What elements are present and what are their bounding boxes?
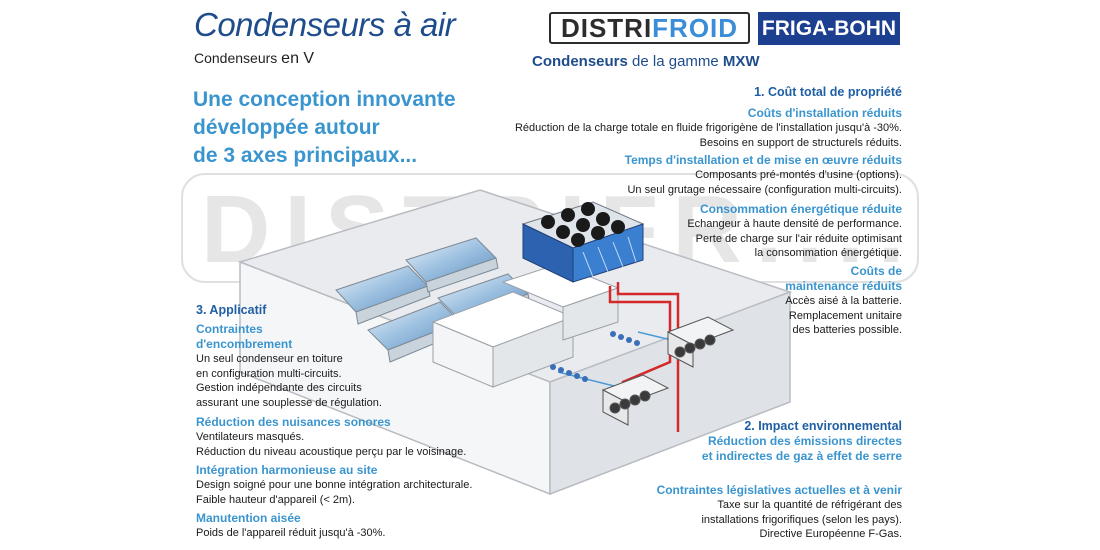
building-illustration (237, 189, 793, 496)
section1-item: Consommation énergétique réduite Echange… (687, 202, 902, 261)
headline-line: de 3 axes principaux... (193, 144, 418, 167)
item-line: Perte de charge sur l'air réduite optimi… (695, 232, 902, 245)
item-heading: d'encombrement (196, 337, 293, 351)
item-heading: Contraintes législatives actuelles et à … (656, 483, 902, 497)
section1-item: Temps d'installation et de mise en œuvre… (625, 153, 902, 197)
item-line: Besoins en support de structurels réduit… (699, 136, 902, 149)
item-heading: Réduction des émissions directes (707, 434, 902, 448)
item-line: Composants pré-montés d'usine (options). (695, 169, 902, 181)
friga-bohn-logo: FRIGA-BOHN (758, 12, 900, 45)
subtitle-prefix: Condenseurs (194, 50, 278, 66)
section-title: 1. Coût total de propriété (754, 85, 902, 99)
range-middle: de la gamme (632, 53, 719, 70)
item-line: en configuration multi-circuits. (196, 367, 342, 380)
item-heading: et indirectes de gaz à effet de serre (701, 449, 902, 463)
item-line: Un seul grutage nécessaire (configuratio… (627, 183, 902, 196)
item-line: Faible hauteur d'appareil (< 2m). (196, 493, 355, 506)
item-heading: maintenance réduits (785, 279, 902, 293)
section-environment: 2. Impact environnemental Réduction des … (702, 419, 902, 464)
item-line: la consommation énergétique. (754, 247, 902, 259)
headline-line: Une conception innovante (193, 88, 456, 111)
item-heading: Temps d'installation et de mise en œuvre… (624, 153, 902, 167)
logo-text-distri: DISTRI (560, 12, 653, 43)
item-line: Design soigné pour une bonne intégration… (196, 479, 473, 491)
condenser-unit (521, 201, 645, 283)
item-heading: Coûts de (850, 264, 902, 278)
item-line: Réduction du niveau acoustique perçu par… (196, 445, 467, 458)
evaporator-fans (550, 331, 640, 382)
subtitle-suffix: en V (281, 50, 315, 67)
item-line: assurant une souplesse de régulation. (196, 396, 382, 409)
item-heading: Réduction des nuisances sonores (196, 415, 391, 429)
section-total-cost: 1. Coût total de propriété (754, 85, 902, 99)
logo-text-froid: FROID (652, 12, 739, 43)
item-line: Remplacement unitaire (788, 309, 902, 322)
page-title: Condenseurs à air (194, 6, 456, 43)
headline: Une conception innovante développée auto… (193, 86, 456, 170)
item-line: des batteries possible. (792, 324, 902, 336)
section1-item: Coûts de maintenance réduits Accès aisé … (785, 264, 902, 338)
item-line: Un seul condenseur en toiture (196, 353, 343, 365)
range-model: MXW (722, 53, 760, 70)
item-heading: Manutention aisée (196, 511, 301, 525)
cold-rooms (431, 263, 620, 388)
item-line: Réduction de la charge totale en fluide … (514, 122, 902, 134)
section2-item: Contraintes législatives actuelles et à … (657, 483, 902, 542)
item-heading: Coûts d'installation réduits (747, 106, 902, 120)
range-prefix: Condenseurs (532, 53, 628, 70)
item-line: Gestion indépendante des circuits (196, 382, 362, 394)
section-applicative: 3. Applicatif (196, 303, 266, 317)
item-line: Taxe sur la quantité de réfrigérant des (717, 499, 902, 511)
section3-item: Manutention aisée Poids de l'appareil ré… (196, 511, 385, 541)
headline-line: développée autour (193, 116, 380, 139)
item-line: Echangeur à haute densité de performance… (687, 218, 902, 230)
section-title: 3. Applicatif (196, 303, 267, 317)
section1-item: Coûts d'installation réduits Réduction d… (515, 106, 902, 150)
section-title: 2. Impact environnemental (744, 419, 902, 433)
item-heading: Contraintes (196, 322, 263, 336)
item-line: Directive Européenne F-Gas. (759, 528, 902, 540)
item-line: Accès aisé à la batterie. (785, 295, 902, 307)
item-heading: Intégration harmonieuse au site (196, 463, 378, 477)
item-line: Ventilateurs masqués. (196, 431, 305, 443)
item-line: installations frigorifiques (selon les p… (701, 513, 902, 526)
section3-item: Intégration harmonieuse au site Design s… (196, 463, 472, 507)
range-title: Condenseurs de la gamme MXW (532, 53, 760, 70)
section3-item: Réduction des nuisances sonores Ventilat… (196, 415, 466, 459)
item-heading: Consommation énergétique réduite (699, 202, 902, 216)
page-subtitle: Condenseurs en V (194, 50, 314, 68)
item-line: Poids de l'appareil réduit jusqu'à -30%. (196, 527, 386, 539)
section3-item: Contraintes d'encombrement Un seul conde… (196, 322, 382, 410)
compressor-racks (601, 316, 735, 426)
